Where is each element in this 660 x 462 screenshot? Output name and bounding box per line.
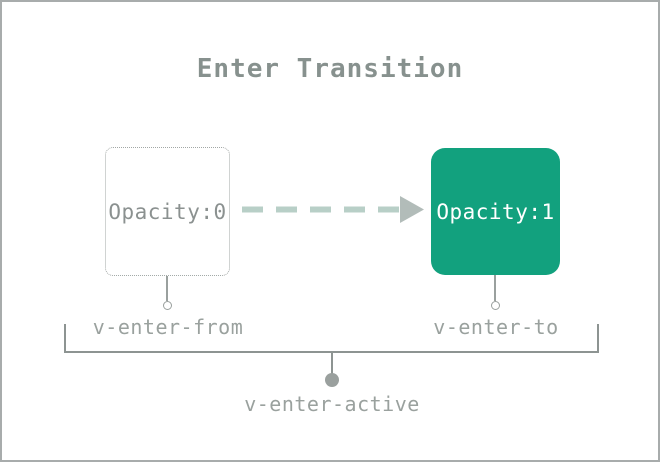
enter-active-dot-icon [325, 373, 339, 387]
enter-from-connector-circle-icon [163, 301, 172, 310]
enter-to-box-label: Opacity:1 [436, 199, 555, 224]
enter-from-connector-line [166, 276, 168, 301]
enter-active-bracket-stem [331, 353, 333, 375]
enter-from-box: Opacity:0 [105, 147, 230, 276]
enter-active-bracket [64, 324, 599, 353]
enter-from-label: v-enter-from [92, 315, 244, 339]
enter-from-box-label: Opacity:0 [108, 199, 227, 224]
enter-active-label: v-enter-active [244, 392, 420, 416]
enter-to-box: Opacity:1 [431, 148, 560, 275]
enter-to-label: v-enter-to [433, 315, 559, 339]
diagram-title: Enter Transition [196, 54, 464, 84]
arrow-head [400, 196, 424, 223]
enter-to-connector-line [494, 275, 496, 301]
transition-arrow-icon [242, 196, 424, 223]
enter-to-connector-circle-icon [491, 301, 500, 310]
